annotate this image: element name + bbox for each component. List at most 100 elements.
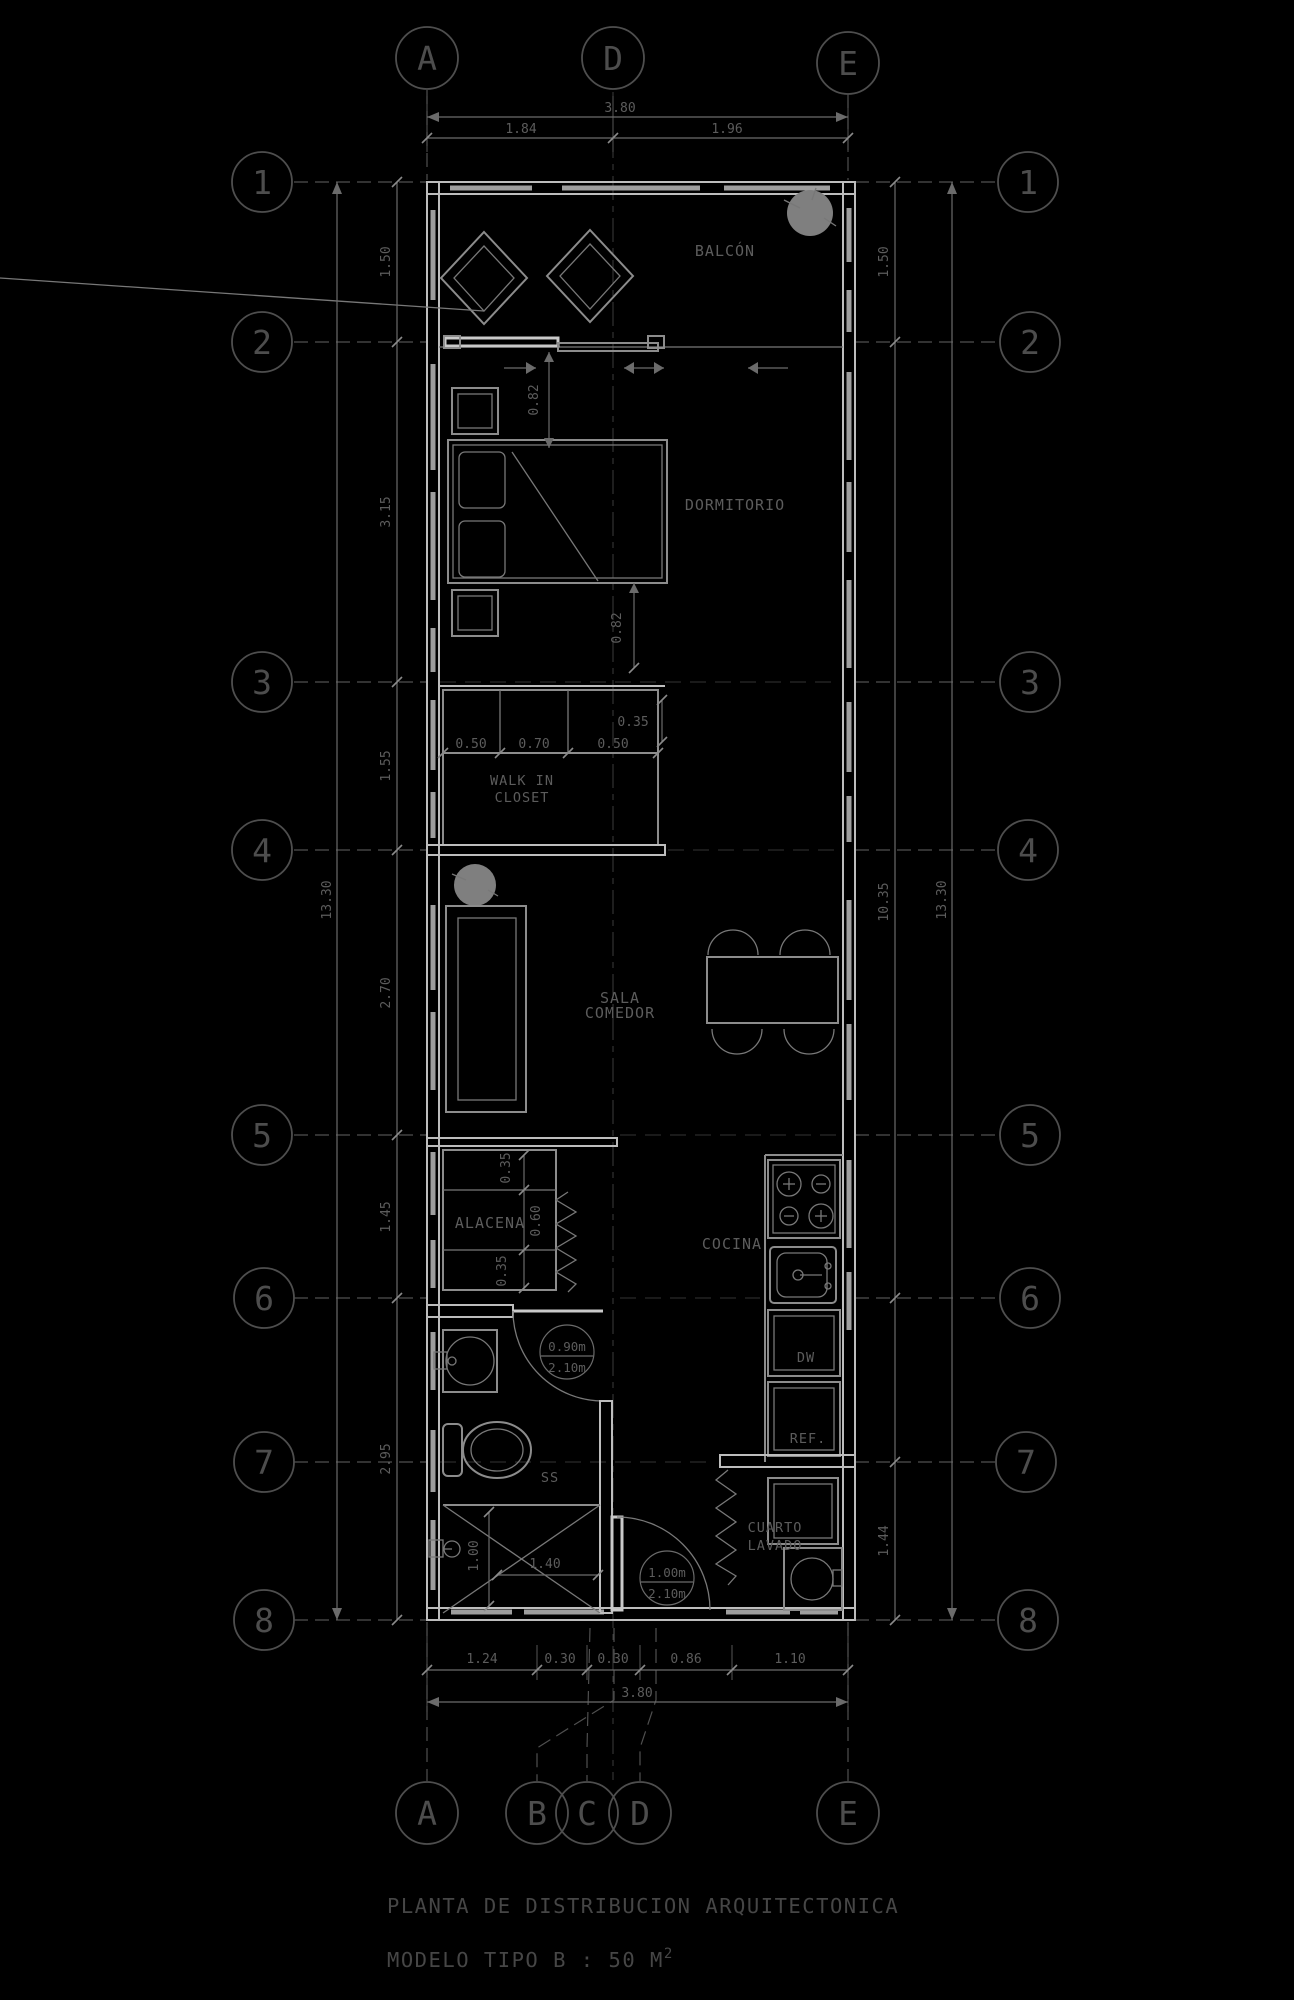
svg-text:DW: DW	[797, 1350, 815, 1366]
closet-label-2: CLOSET	[495, 790, 550, 806]
grid-bubble-row-1-right: 1	[997, 151, 1059, 213]
svg-text:1.96: 1.96	[711, 122, 742, 137]
window-segments	[430, 185, 852, 1615]
svg-text:2.10m: 2.10m	[648, 1586, 686, 1601]
bedroom-label: DORMITORIO	[685, 496, 785, 514]
grid-bubble-row-4-left: 4	[231, 819, 293, 881]
svg-text:B: B	[527, 1794, 547, 1833]
svg-text:3: 3	[1020, 663, 1040, 702]
svg-text:7: 7	[1016, 1443, 1036, 1482]
bath-sink	[433, 1329, 498, 1393]
svg-text:0.35: 0.35	[499, 1152, 514, 1183]
grid-bubbles-right: 1 2 3 4 5 6 7 8	[995, 151, 1061, 1651]
svg-text:0.35: 0.35	[495, 1255, 510, 1286]
svg-text:1.45: 1.45	[379, 1201, 394, 1232]
laundry-break-line	[714, 1469, 738, 1586]
svg-text:0.82: 0.82	[610, 612, 625, 643]
grid-bubble-row-3-right: 3	[999, 651, 1061, 713]
svg-text:2.70: 2.70	[379, 977, 394, 1008]
plant-icon-2	[451, 864, 499, 906]
pantry: 0.35 0.60 0.35 ALACENA	[426, 1137, 618, 1294]
grid-bubble-row-6-right: 6	[999, 1267, 1061, 1329]
grid-bubble-row-2-left: 2	[231, 311, 293, 373]
bath-door-tag: 0.90m 2.10m	[539, 1324, 595, 1380]
grid-bubble-row-7-right: 7	[995, 1431, 1057, 1493]
entry-door: 1.00m 2.10m	[610, 1515, 711, 1612]
shower-dims: 1.00 1.40	[467, 1506, 604, 1612]
living-dining: SALA COMEDOR	[445, 864, 839, 1113]
svg-text:0.30: 0.30	[544, 1652, 575, 1667]
svg-text:1.00: 1.00	[467, 1540, 482, 1571]
svg-text:D: D	[630, 1794, 650, 1833]
svg-text:3.80: 3.80	[604, 101, 635, 116]
title-line-1: PLANTA DE DISTRIBUCION ARQUITECTONICA	[387, 1894, 899, 1918]
svg-text:1.50: 1.50	[877, 246, 892, 277]
svg-text:3: 3	[252, 663, 272, 702]
shower-head-icon	[428, 1539, 461, 1558]
svg-text:1.44: 1.44	[877, 1525, 892, 1556]
grid-bubble-col-a-bottom: A	[395, 1781, 459, 1845]
bed	[447, 439, 668, 584]
balcony: BALCÓN	[0, 187, 843, 374]
svg-text:A: A	[417, 1794, 437, 1833]
grid-bubble-col-b-bottom: B	[505, 1781, 569, 1845]
closet-label-1: WALK IN	[490, 773, 554, 789]
bedroom-door-dim: 0.82	[527, 352, 554, 448]
sliding-door	[439, 335, 843, 374]
balcony-chair-1	[0, 230, 529, 326]
laundry-label-2: LAVADO	[748, 1538, 803, 1554]
svg-text:1.24: 1.24	[466, 1652, 497, 1667]
drawing-title: PLANTA DE DISTRIBUCION ARQUITECTONICA MO…	[387, 1894, 899, 1972]
bedroom: DORMITORIO 0.82 0.82	[447, 352, 785, 674]
svg-text:D: D	[603, 39, 623, 78]
kitchen: COCINA DW REF.	[702, 1154, 843, 1462]
washing-machine	[783, 1547, 843, 1611]
svg-text:1.00m: 1.00m	[648, 1565, 686, 1580]
svg-text:1.84: 1.84	[505, 122, 536, 137]
toilet	[442, 1421, 532, 1479]
grid-bubble-row-5-right: 5	[999, 1104, 1061, 1166]
svg-text:5: 5	[1020, 1116, 1040, 1155]
grid-bubble-col-a-top: A	[395, 26, 459, 90]
laundry-room: CUARTO LAVADO	[714, 1454, 856, 1611]
dishwasher: DW	[767, 1309, 841, 1377]
kitchen-label: COCINA	[702, 1235, 762, 1253]
dining-table	[706, 929, 839, 1055]
svg-text:8: 8	[1018, 1601, 1038, 1640]
svg-text:2: 2	[252, 323, 272, 362]
stove	[767, 1159, 841, 1239]
living-label-2: COMEDOR	[585, 1004, 655, 1022]
svg-text:0.86: 0.86	[670, 1652, 701, 1667]
svg-text:2.10m: 2.10m	[548, 1360, 586, 1375]
svg-text:7: 7	[254, 1443, 274, 1482]
grid-bubble-col-e-bottom: E	[816, 1781, 880, 1845]
grid-bubble-row-7-left: 7	[233, 1431, 295, 1493]
title-line-2: MODELO TIPO B : 50 M2	[387, 1946, 674, 1972]
nightstand-bottom	[451, 589, 499, 637]
svg-text:1: 1	[252, 163, 272, 202]
grid-bubble-row-8-right: 8	[997, 1589, 1059, 1651]
shower: 1.00 1.40	[428, 1504, 604, 1614]
grid-bubble-row-2-right: 2	[999, 311, 1061, 373]
exterior-walls	[426, 181, 856, 1621]
grid-bubble-col-d-top: D	[581, 26, 645, 90]
top-dimensions: 3.80 1.84 1.96	[421, 96, 854, 152]
svg-text:13.30: 13.30	[320, 880, 335, 919]
bathroom-label: SS	[541, 1470, 559, 1486]
door-slide-arrows	[504, 362, 788, 374]
pantry-label: ALACENA	[455, 1214, 525, 1232]
bed-side-dim: 0.82	[610, 583, 640, 674]
grid-bubble-col-c-bottom: C	[555, 1781, 619, 1845]
laundry-label-1: CUARTO	[748, 1520, 803, 1536]
svg-text:E: E	[838, 1794, 858, 1833]
svg-text:6: 6	[1020, 1279, 1040, 1318]
bathroom: 0.90m 2.10m SS	[426, 1304, 613, 1614]
grid-bubble-col-e-top: E	[816, 31, 880, 95]
svg-text:3.80: 3.80	[621, 1686, 652, 1701]
sofa	[445, 905, 527, 1113]
svg-text:1.55: 1.55	[379, 750, 394, 781]
svg-text:0.35: 0.35	[617, 715, 648, 730]
row-leaders	[294, 90, 998, 1781]
svg-text:E: E	[838, 44, 858, 83]
